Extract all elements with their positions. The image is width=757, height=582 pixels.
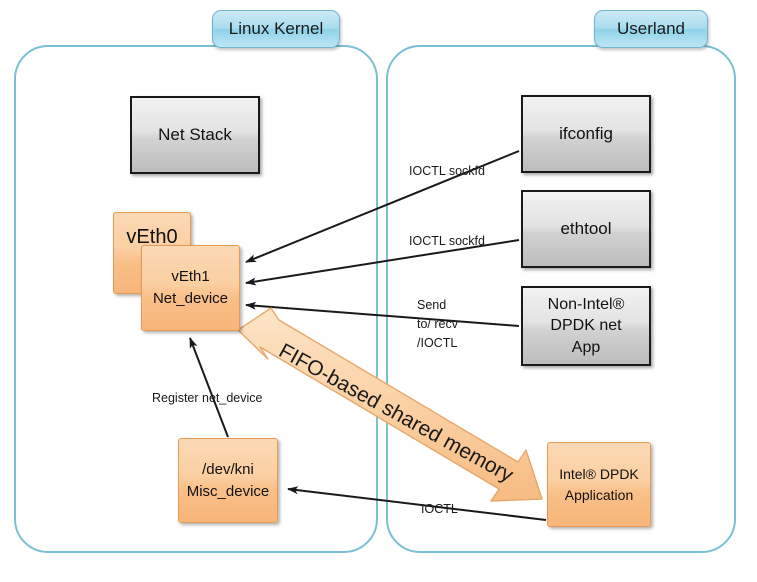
zone-title-linux-kernel-label: Linux Kernel — [228, 19, 324, 38]
label-ioctl-misc-device: IOCTL — [421, 502, 458, 516]
box-ethtool[interactable]: ethtool — [521, 190, 651, 268]
box-net-stack[interactable]: Net Stack — [130, 96, 260, 174]
box-non-intel-dpdk-net-app[interactable]: Non-Intel® DPDK net App — [521, 286, 651, 366]
zone-title-userland: Userland — [594, 10, 708, 48]
box-ifconfig[interactable]: ifconfig — [521, 95, 651, 173]
box-dev-kni-line1: /dev/kni — [202, 460, 254, 478]
box-veth1-net-device[interactable]: vEth1 Net_device — [141, 245, 240, 331]
label-register-net-device: Register net_device — [152, 391, 263, 405]
zone-userland — [386, 45, 736, 553]
box-veth1-line2: Net_device — [152, 290, 229, 307]
box-ethtool-label: ethtool — [560, 218, 612, 238]
label-ioctl-sockfd-ethtool: IOCTL sockfd — [409, 234, 485, 248]
box-intel-dpdk-line2: Application — [564, 486, 634, 503]
box-intel-dpdk-line1: Intel® DPDK — [559, 466, 639, 483]
box-veth1-line1: vEth1 — [171, 268, 210, 286]
box-non-intel-line2: DPDK net — [550, 317, 622, 335]
label-send-recv-ioctl-line3: /IOCTL — [417, 335, 458, 350]
label-send-recv-ioctl-line2: to/ recv — [417, 316, 458, 331]
label-send-recv-ioctl-line1: Send — [417, 298, 447, 312]
box-net-stack-label: Net Stack — [158, 124, 232, 144]
zone-title-linux-kernel: Linux Kernel — [212, 10, 340, 48]
box-non-intel-line1: Non-Intel® — [547, 295, 625, 313]
label-send-recv-ioctl: Send to/ recv /IOCTL — [417, 296, 458, 352]
box-non-intel-line3: App — [571, 338, 601, 356]
zone-title-userland-label: Userland — [616, 19, 686, 38]
box-dev-kni-line2: Misc_device — [186, 482, 270, 500]
box-dev-kni-misc-device[interactable]: /dev/kni Misc_device — [178, 438, 278, 523]
zone-linux-kernel — [14, 45, 378, 553]
box-intel-dpdk-application[interactable]: Intel® DPDK Application — [547, 442, 651, 527]
label-ioctl-sockfd-ifconfig: IOCTL sockfd — [409, 164, 485, 178]
box-veth0-label: vEth0 — [126, 226, 178, 248]
box-ifconfig-label: ifconfig — [559, 123, 613, 143]
